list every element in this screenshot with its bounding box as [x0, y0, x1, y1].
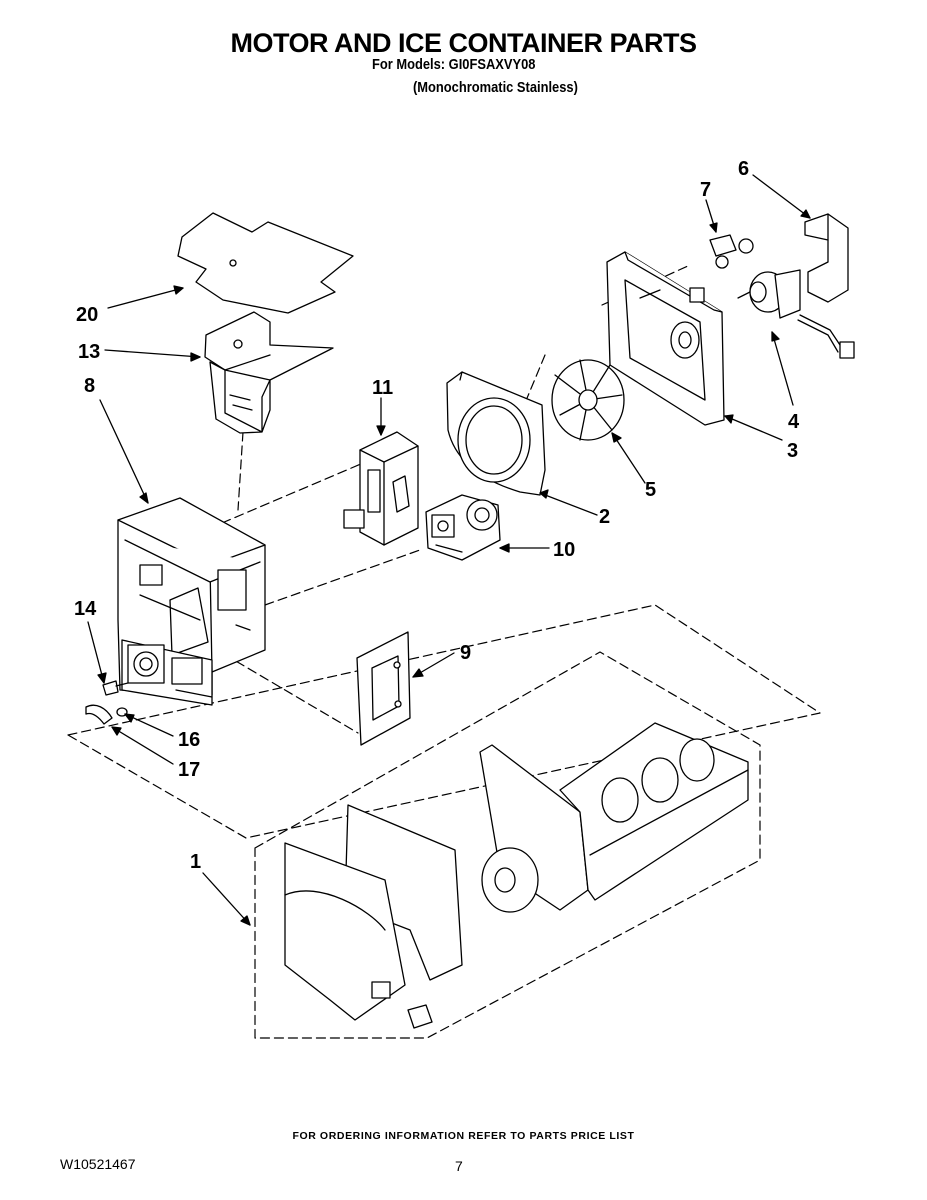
models-subtitle: For Models: GI0FSAXVY08	[372, 56, 536, 73]
callout-14: 14	[74, 598, 97, 620]
callout-5: 5	[645, 479, 656, 501]
document-number: W10521467	[60, 1156, 136, 1172]
callout-numbers: 20 13 8 11 2 10 9 14 16 17 1 5 3 4 6 7	[74, 158, 800, 873]
callout-leaders	[87, 174, 811, 926]
part-2-fan-shroud	[446, 371, 546, 496]
part-10-auger-motor	[425, 494, 501, 561]
page-number: 7	[455, 1158, 463, 1174]
callout-16: 16	[178, 729, 200, 751]
callout-13: 13	[78, 341, 100, 363]
callout-9: 9	[460, 642, 471, 664]
callout-2: 2	[599, 506, 610, 528]
page-title: MOTOR AND ICE CONTAINER PARTS	[230, 28, 697, 58]
part-7-grommet	[709, 234, 754, 269]
callout-7: 7	[700, 179, 711, 201]
part-1-ice-container	[284, 722, 749, 1029]
part-13-ice-duct	[204, 311, 334, 434]
part-6-motor-bracket	[804, 213, 849, 303]
callout-4: 4	[788, 411, 800, 433]
callout-8: 8	[84, 375, 95, 397]
part-11-switch	[343, 431, 419, 546]
callout-3: 3	[787, 440, 798, 462]
callout-6: 6	[738, 158, 749, 180]
part-8-housing	[117, 497, 266, 706]
callout-17: 17	[178, 759, 200, 781]
part-17-clip	[85, 704, 113, 725]
finish-subtitle: (Monochromatic Stainless)	[413, 79, 578, 96]
part-14-screw	[102, 680, 129, 696]
ordering-note: FOR ORDERING INFORMATION REFER TO PARTS …	[292, 1130, 635, 1142]
part-3-fan-housing	[606, 251, 725, 426]
part-4-fan-motor	[737, 269, 855, 359]
callout-10: 10	[553, 539, 575, 561]
part-9-cover-plate	[356, 631, 411, 746]
part-20-insulation-pad	[177, 212, 354, 314]
callout-11: 11	[372, 377, 393, 399]
part-5-fan-blade	[551, 359, 625, 441]
callout-1: 1	[190, 851, 201, 873]
callout-20: 20	[76, 304, 98, 326]
